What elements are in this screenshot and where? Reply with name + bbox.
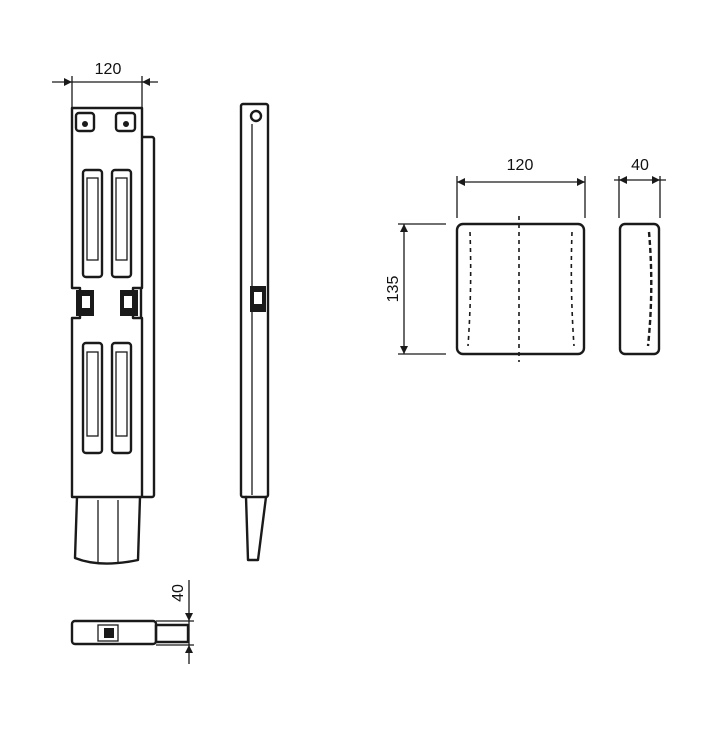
front-body bbox=[70, 106, 144, 499]
front-view: 120 bbox=[52, 61, 158, 565]
side-leg bbox=[244, 495, 268, 562]
top-clip-left bbox=[74, 111, 96, 133]
side-top-hole bbox=[249, 109, 263, 123]
lower-slot-right bbox=[110, 341, 133, 455]
front-width-label: 120 bbox=[95, 61, 122, 78]
bottom-rail bbox=[154, 623, 190, 644]
lower-slot-left bbox=[81, 341, 104, 455]
block-width-label: 120 bbox=[507, 157, 534, 174]
top-clip-right bbox=[114, 111, 137, 133]
block-front-body bbox=[455, 222, 586, 356]
front-leg bbox=[73, 495, 142, 565]
upper-slot-right bbox=[110, 168, 133, 279]
block-front-view: 120 135 bbox=[385, 157, 586, 362]
upper-slot-left bbox=[81, 168, 104, 279]
side-view bbox=[239, 102, 270, 562]
block-side-body bbox=[618, 222, 661, 356]
bottom-view: 40 bbox=[70, 580, 194, 664]
block-height-label: 135 bbox=[385, 276, 402, 303]
block-depth-label: 40 bbox=[631, 157, 649, 174]
block-side-view: 40 bbox=[614, 157, 666, 356]
bottom-depth-label: 40 bbox=[170, 584, 187, 602]
